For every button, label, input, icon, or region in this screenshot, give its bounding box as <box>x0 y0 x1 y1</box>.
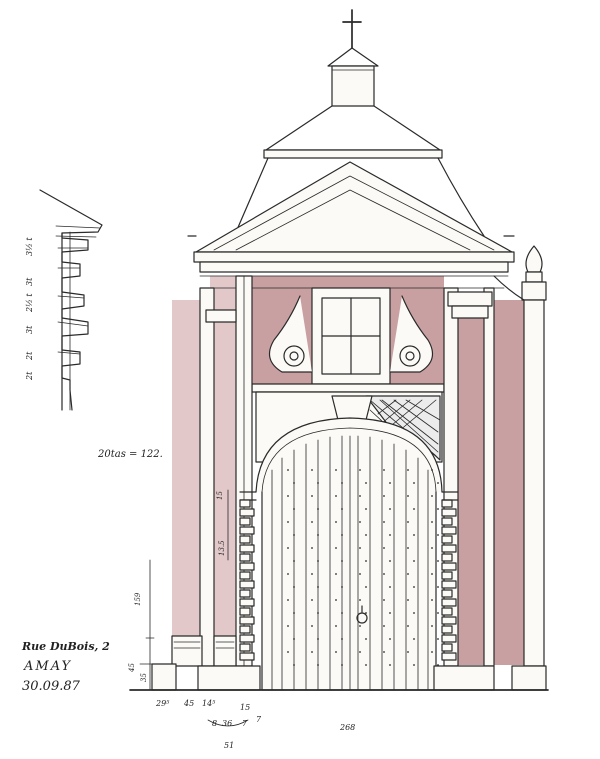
dimension-lines <box>139 489 249 727</box>
gate-pier <box>493 245 547 667</box>
bottom-dim-51: 51 <box>224 741 234 750</box>
attic-window <box>251 287 445 393</box>
bottom-dim-7b: 7 <box>256 715 262 724</box>
cornice-profile-detail <box>39 189 103 411</box>
profile-dim-2: 3t <box>25 277 34 286</box>
bottom-dim-8: 8 <box>212 719 217 728</box>
bottom-dim-29-5: 29⁵ <box>155 699 170 708</box>
annotations: 20tas = 122. 15 13.5 159 45 35 29⁵ 45 14… <box>21 449 355 750</box>
brick-wash-areas <box>172 276 524 665</box>
profile-dim-6: 2t <box>25 371 34 381</box>
dim-15: 15 <box>216 491 224 500</box>
right-pilaster <box>441 287 495 667</box>
profile-dim-4: 3t <box>25 325 34 334</box>
left-pilaster <box>199 275 257 667</box>
upper-roof <box>235 105 485 237</box>
bottom-dim-15: 15 <box>240 703 250 712</box>
dim-159: 159 <box>134 592 142 606</box>
pediment <box>187 161 515 273</box>
profile-dim-1: 3½ t <box>25 237 34 256</box>
profile-dim-5: 2t <box>25 351 34 361</box>
bottom-dim-36: 36 <box>222 719 232 728</box>
profile-dim-3: 2½ t <box>25 293 34 313</box>
dim-35: 35 <box>140 673 148 682</box>
bottom-dim-7a: 7 <box>242 719 248 728</box>
archway <box>255 391 443 493</box>
bottom-dim-268: 268 <box>339 723 355 732</box>
dim-13-5: 13.5 <box>218 540 226 556</box>
bottom-dim-14-5: 14⁵ <box>202 699 216 708</box>
caption-street: Rue DuBois, 2 <box>21 640 110 653</box>
height-note: 20tas = 122. <box>97 449 163 460</box>
cupola <box>327 9 379 107</box>
door-studs <box>287 469 439 666</box>
caption-date: 30.09.87 <box>22 679 81 694</box>
caption-town: AMAY <box>23 659 72 674</box>
dim-45: 45 <box>128 663 136 673</box>
profile-dimension-labels: 3½ t 3t 2½ t 3t 2t 2t <box>25 237 34 381</box>
plinth-and-ground <box>129 635 549 691</box>
bottom-dim-45: 45 <box>183 699 194 708</box>
